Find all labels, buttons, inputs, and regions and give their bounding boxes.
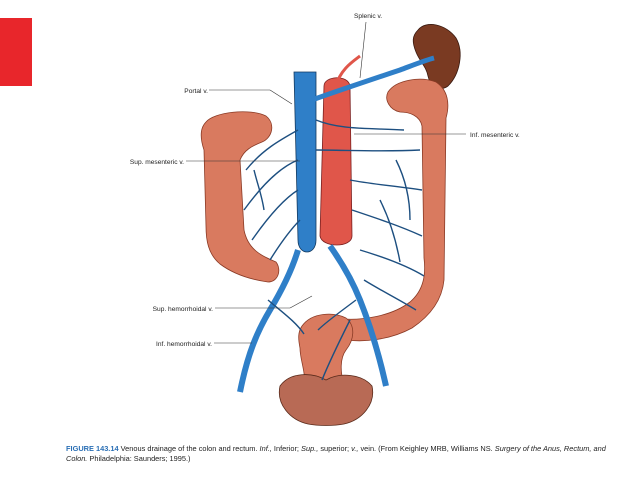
anal-canal: [278, 374, 374, 426]
label-inf-mesenteric-vein: Inf. mesenteric v.: [470, 132, 520, 139]
venous-tributaries: [243, 119, 425, 381]
portal-vein: [293, 71, 317, 253]
inferior-mesenteric-vein: [327, 244, 389, 387]
caption-figure-number: FIGURE 143.14: [66, 444, 119, 453]
label-inf-hemorrhoidal-vein: Inf. hemorrhoidal v.: [156, 341, 212, 348]
caption-text-4: vein. (From Keighley MRB, Williams NS.: [358, 444, 495, 453]
caption-text-1: Venous drainage of the colon and rectum.: [118, 444, 260, 453]
caption-italic-1: Inf.,: [259, 444, 272, 453]
aorta: [319, 77, 353, 246]
caption-text-5: Philadelphia: Saunders; 1995.): [87, 454, 191, 463]
caption-italic-3: v.,: [351, 444, 359, 453]
caption-text-2: Inferior;: [271, 444, 302, 453]
red-accent-block: [0, 18, 32, 86]
caption-text-3: superior;: [318, 444, 352, 453]
leader-sup-hemorrhoidal-b: [289, 295, 313, 309]
label-portal-vein: Portal v.: [184, 88, 208, 95]
label-splenic-vein: Splenic v.: [354, 13, 382, 20]
leader-splenic: [359, 21, 367, 79]
figure-caption: FIGURE 143.14 Venous drainage of the col…: [66, 444, 606, 464]
inferior-hemorrhoidal-vein: [237, 249, 301, 393]
label-sup-mesenteric-vein: Sup. mesenteric v.: [130, 159, 184, 166]
splenic-vein: [311, 55, 435, 103]
caption-italic-2: Sup.,: [301, 444, 319, 453]
caption-italic-4: Surgery of the Anus, Rectum, and Colon.: [66, 444, 606, 463]
ascending-colon: [200, 111, 280, 283]
leader-portal-b: [269, 89, 293, 105]
aortic-arch: [334, 54, 361, 87]
label-sup-hemorrhoidal-vein: Sup. hemorrhoidal v.: [153, 306, 214, 313]
